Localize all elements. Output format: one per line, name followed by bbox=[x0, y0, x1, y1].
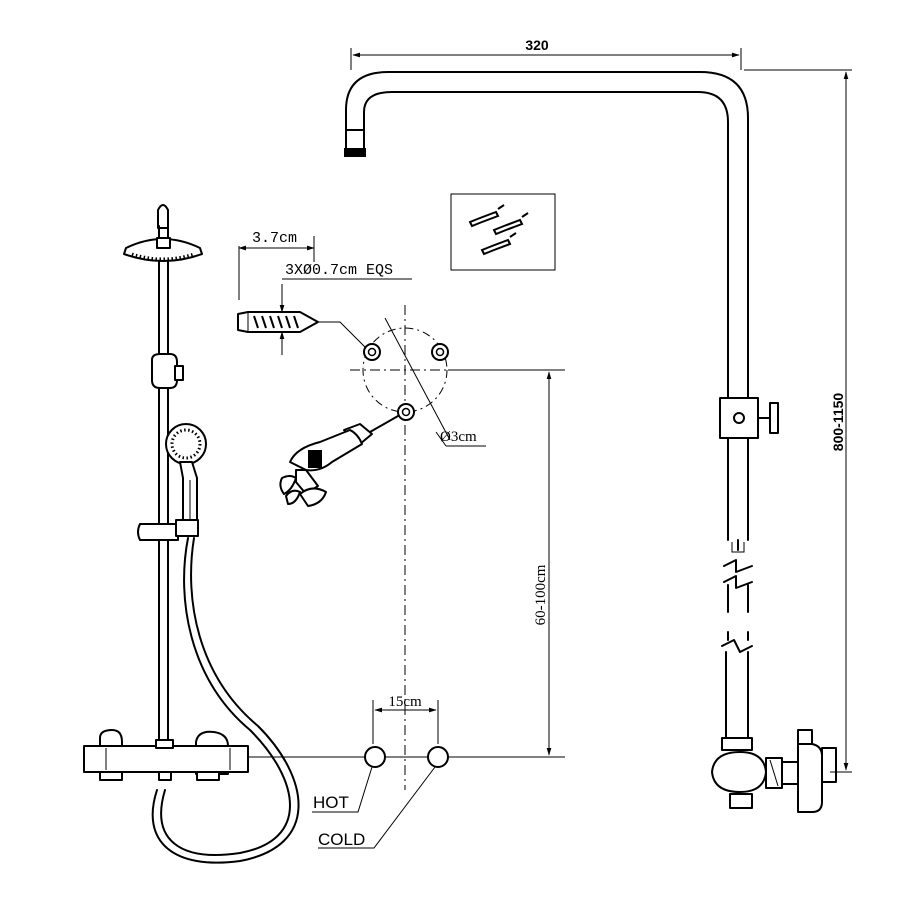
pipe-bracket bbox=[151, 353, 184, 389]
side-elevation: 320 bbox=[344, 37, 852, 813]
hand-shower bbox=[165, 423, 207, 529]
hole-diameter-label: Ø3cm bbox=[440, 429, 477, 445]
rain-shower-head bbox=[123, 237, 203, 262]
anchor-spec-label: 3XØ0.7cm EQS bbox=[285, 262, 393, 279]
drill-icon bbox=[279, 415, 399, 507]
height-range-label: 800-1150 bbox=[830, 393, 846, 452]
cold-label: COLD bbox=[318, 830, 365, 849]
drilling-template: Ø3cm bbox=[350, 305, 565, 790]
center-spacing-label: 15cm bbox=[388, 694, 422, 710]
shower-column-assembly bbox=[83, 204, 300, 864]
thermostatic-mixer bbox=[83, 729, 249, 781]
slide-holder bbox=[137, 519, 199, 541]
top-width-label: 320 bbox=[525, 37, 549, 53]
hot-label: HOT bbox=[313, 793, 349, 812]
wall-anchor-detail: 3.7cm 3XØ0.7cm EQS bbox=[237, 230, 412, 355]
screw-pack-box bbox=[450, 193, 556, 271]
water-inlets: 15cm HOT COLD bbox=[248, 694, 470, 849]
wall-height-label: 60-100cm bbox=[533, 564, 549, 625]
anchor-spacing-label: 3.7cm bbox=[252, 230, 297, 247]
